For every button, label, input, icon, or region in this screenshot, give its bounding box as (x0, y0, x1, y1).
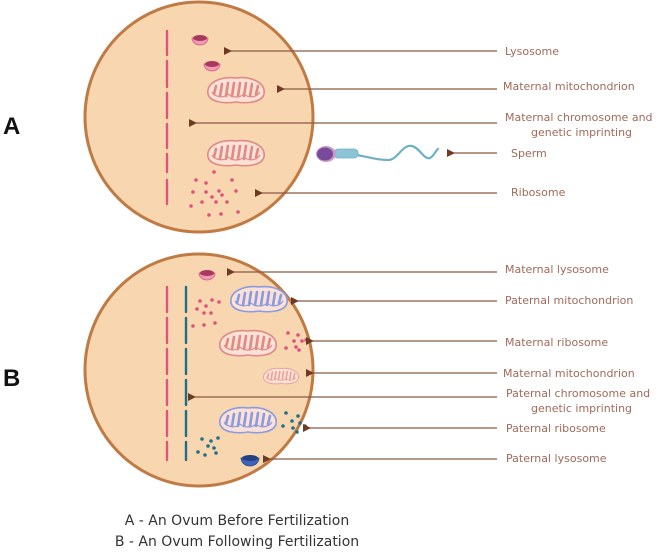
ribosome-dot (189, 204, 193, 208)
ribosome-dot (219, 212, 223, 216)
ribosome-dot (234, 189, 238, 193)
ribosome-dot (286, 331, 290, 335)
maternal-mitochondrion-icon (206, 76, 266, 105)
label-maternal-chromosome-line2: genetic imprinting (531, 126, 632, 139)
label-lysosome: Lysosome (505, 45, 559, 58)
ribosome-dot (294, 345, 298, 349)
ribosome-dot (236, 210, 240, 214)
maternal-mitochondrion-icon (206, 139, 266, 168)
lysosome-icon (203, 61, 221, 72)
ribosome-dot (210, 195, 214, 199)
panel-letter-a: A (3, 113, 20, 140)
ribosome-dot (212, 446, 216, 450)
ribosome-dot (198, 299, 202, 303)
ribosome-dot (304, 338, 308, 342)
ribosome-dot (209, 311, 213, 315)
maternal-ribosome-cluster (191, 298, 221, 328)
ribosome-dot (225, 200, 229, 204)
leader-lines-a (189, 47, 497, 197)
ribosome-dot (204, 304, 208, 308)
ribosome-dot (214, 200, 218, 204)
ribosome-dot (213, 321, 217, 325)
caption-line-a: A - An Ovum Before Fertilization (125, 513, 349, 529)
label-ribosome: Ribosome (511, 186, 566, 199)
paternal-mitochondrion-icon (218, 406, 278, 435)
maternal-mitochondrion-icon (262, 367, 300, 385)
ribosome-dot (217, 300, 221, 304)
ribosome-dot (210, 298, 214, 302)
panel-letter-b: B (3, 365, 20, 392)
ribosome-dot (216, 436, 220, 440)
ribosome-dot (297, 348, 301, 352)
ribosome-dot (194, 178, 198, 182)
ribosome-dot (292, 339, 296, 343)
label-paternal-chromosome-line2: genetic imprinting (531, 402, 632, 415)
label-maternal-ribosome: Maternal ribosome (505, 336, 608, 349)
ribosome-dot (206, 444, 210, 448)
label-maternal-mitochondrion-b: Maternal mitochondrion (503, 367, 635, 380)
ribosome-dot (296, 414, 300, 418)
maternal-lysosome-icon (198, 270, 216, 281)
ribosome-dot (291, 426, 295, 430)
lysosome-icon (191, 35, 209, 46)
paternal-lysosome-icon (240, 455, 260, 467)
ribosome-dot (204, 190, 208, 194)
label-paternal-chromosome-line1: Paternal chromosome and (506, 387, 650, 400)
ribosome-dot (284, 346, 288, 350)
ribosome-dot (200, 200, 204, 204)
ribosome-dot (191, 324, 195, 328)
maternal-mitochondrion-icon (218, 329, 278, 358)
label-maternal-mitochondrion: Maternal mitochondrion (503, 80, 635, 93)
ribosome-cluster-a (189, 170, 240, 217)
caption-line-b: B - An Ovum Following Fertilization (115, 534, 359, 550)
ribosome-dot (202, 311, 206, 315)
sperm-icon (316, 144, 440, 162)
ribosome-dot (203, 453, 207, 457)
ribosome-dot (191, 190, 195, 194)
ribosome-dot (212, 170, 216, 174)
ribosome-dot (196, 450, 200, 454)
ribosome-dot (303, 424, 307, 428)
cell-a: Lysosome Maternal mitochondrion Maternal… (83, 0, 653, 234)
ribosome-dot (217, 189, 221, 193)
ribosome-dot (220, 193, 224, 197)
ribosome-dot (204, 181, 208, 185)
cell-a-membrane (83, 0, 315, 234)
leader-lines-b (188, 268, 497, 463)
ribosome-dot (214, 451, 218, 455)
label-paternal-ribosome: Paternal ribosome (506, 422, 606, 435)
ribosome-dot (295, 430, 299, 434)
cell-b: Maternal lysosome Paternal mitochondrion… (83, 252, 650, 488)
ribosome-dot (209, 439, 213, 443)
label-sperm: Sperm (511, 147, 547, 160)
ribosome-dot (202, 323, 206, 327)
label-maternal-chromosome-line1: Maternal chromosome and (505, 111, 653, 124)
ribosome-dot (230, 178, 234, 182)
label-paternal-mitochondrion: Paternal mitochondrion (505, 294, 633, 307)
label-paternal-lysosome: Paternal lysosome (506, 452, 607, 465)
ribosome-dot (207, 213, 211, 217)
ribosome-dot (281, 424, 285, 428)
paternal-ribosome-cluster (281, 411, 307, 434)
ribosome-dot (300, 339, 304, 343)
ribosome-dot (290, 419, 294, 423)
paternal-ribosome-cluster (196, 436, 220, 457)
paternal-mitochondrion-icon (229, 285, 289, 314)
ribosome-dot (296, 333, 300, 337)
label-maternal-lysosome: Maternal lysosome (505, 263, 609, 276)
ribosome-dot (195, 307, 199, 311)
ribosome-dot (298, 421, 302, 425)
ribosome-dot (200, 437, 204, 441)
ribosome-dot (284, 411, 288, 415)
